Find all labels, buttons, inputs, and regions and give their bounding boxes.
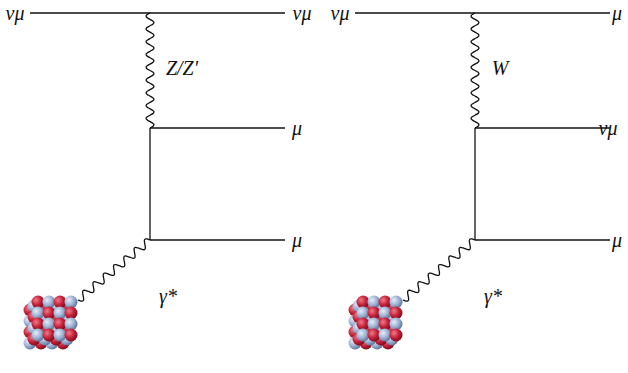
- nucleon-sphere: [390, 329, 403, 342]
- boson-label: Z/Z′: [166, 58, 198, 78]
- boson-label: W: [492, 58, 509, 78]
- fermion-line: [150, 127, 285, 128]
- particle-label: νμ: [331, 3, 350, 23]
- boson-propagator: [146, 13, 154, 128]
- nucleon-sphere: [65, 329, 78, 342]
- particle-label: νμ: [6, 3, 25, 23]
- particle-label: νμ: [599, 118, 618, 138]
- fermion-line: [30, 12, 285, 13]
- particle-label: μ: [292, 230, 302, 250]
- fermion-line: [475, 239, 610, 240]
- particle-label: νμ: [293, 3, 312, 23]
- fermion-line: [355, 12, 610, 13]
- photon-propagator: [403, 239, 475, 301]
- particle-label: μ: [612, 3, 622, 23]
- photon-label: γ*: [159, 286, 177, 306]
- fermion-line: [149, 128, 150, 240]
- particle-label: μ: [292, 118, 302, 138]
- boson-propagator: [471, 13, 479, 128]
- fermion-line: [150, 239, 285, 240]
- fermion-line: [475, 127, 610, 128]
- photon-label: γ*: [484, 286, 502, 306]
- particle-label: μ: [612, 230, 622, 250]
- fermion-line: [474, 128, 475, 240]
- photon-propagator: [78, 239, 150, 301]
